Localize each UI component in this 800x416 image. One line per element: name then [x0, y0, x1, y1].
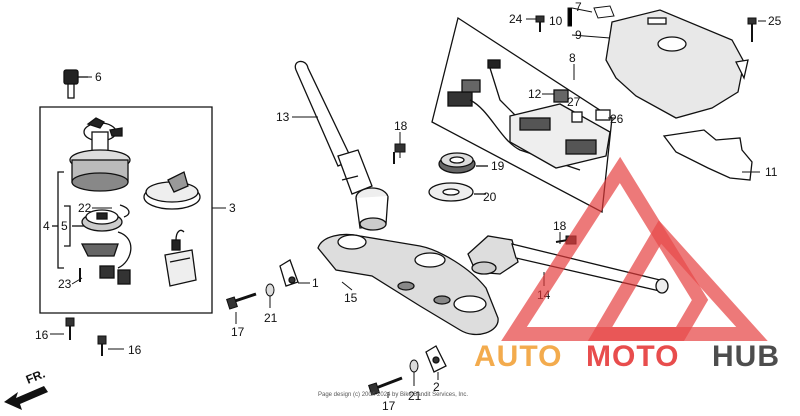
watermark-word-moto: MOTO	[586, 340, 679, 373]
callout-18b: 18	[553, 219, 567, 233]
callout-13: 13	[276, 110, 290, 124]
callout-24: 24	[509, 12, 523, 26]
ignition-switch-group	[39, 69, 213, 314]
ignition-group-frame	[39, 106, 213, 314]
bolt-16b-part	[97, 335, 124, 356]
switch-contact-part	[80, 231, 132, 285]
callout-27: 27	[567, 95, 581, 109]
callout-19: 19	[491, 159, 505, 173]
fr-arrow-icon	[4, 386, 48, 410]
washer-21a-part	[265, 283, 275, 308]
callout-26: 26	[610, 112, 624, 126]
watermark-logo: AUTO MOTO HUB	[474, 156, 780, 373]
plate-11-part	[662, 129, 760, 181]
top-bridge-part	[317, 233, 499, 335]
front-direction-arrow: FR.	[4, 367, 48, 410]
callout-9: 9	[575, 28, 582, 42]
callout-25: 25	[768, 14, 782, 28]
callout-3: 3	[229, 201, 236, 215]
screw-25-part	[747, 17, 766, 42]
callout-12: 12	[528, 87, 542, 101]
cover-part	[605, 9, 749, 119]
handlebar-left-part	[294, 60, 389, 231]
callout-15: 15	[344, 291, 358, 305]
callout-21a: 21	[264, 311, 278, 325]
callout-8: 8	[569, 51, 576, 65]
bolt-17a-part	[226, 292, 257, 324]
washer-20-part	[428, 182, 486, 202]
wiring-group-frame	[431, 16, 613, 214]
wiring-leader-lines	[542, 64, 616, 119]
callout-22: 22	[78, 201, 92, 215]
callout-23: 23	[58, 277, 72, 291]
bolt-16a-part	[50, 317, 75, 340]
callout-17b: 17	[382, 399, 396, 413]
screw-24-part	[526, 15, 545, 32]
clip-2-part	[425, 345, 447, 380]
callout-2: 2	[433, 380, 440, 394]
fr-label: FR.	[24, 367, 47, 387]
callout-5: 5	[61, 219, 68, 233]
callout-7: 7	[575, 0, 582, 14]
copyright-text: Page design (c) 2004-2024 by Bike Bandit…	[318, 392, 468, 398]
callout-18a: 18	[394, 119, 408, 133]
callout-bracket-4-5	[57, 171, 64, 269]
bolt-18a-part	[393, 132, 406, 164]
switch-rotor-part	[81, 204, 130, 232]
bolt-17b-part	[368, 376, 403, 398]
callout-17a: 17	[231, 325, 245, 339]
nut-19-part	[438, 152, 488, 174]
watermark-triangle-icon	[501, 156, 768, 341]
switch-connector-part	[164, 229, 197, 287]
callout-11: 11	[765, 165, 778, 179]
callout-20: 20	[483, 190, 497, 204]
wiring-group	[431, 16, 613, 214]
callout-16a: 16	[35, 328, 49, 342]
ignition-switch-part	[69, 117, 131, 192]
callout-10: 10	[549, 14, 563, 28]
callout-4: 4	[43, 219, 50, 233]
pad-7-part	[593, 5, 615, 19]
cover-leader-lines	[567, 7, 611, 39]
switch-cover-part	[143, 171, 201, 210]
callout-1: 1	[312, 276, 319, 290]
callout-21b: 21	[408, 389, 422, 403]
callout-labels: 1 2 3 4 5 6 7 8 9 10 11 12 13 14 15 16 1…	[35, 0, 782, 413]
watermark-word-hub: HUB	[712, 340, 780, 373]
key-part	[63, 69, 88, 99]
washer-21b-part	[409, 359, 419, 386]
left-leader-lines	[71, 76, 226, 285]
clip-1-part	[279, 259, 310, 287]
watermark-word-auto: AUTO	[474, 340, 562, 373]
callout-16b: 16	[128, 343, 142, 357]
callout-6: 6	[95, 70, 102, 84]
